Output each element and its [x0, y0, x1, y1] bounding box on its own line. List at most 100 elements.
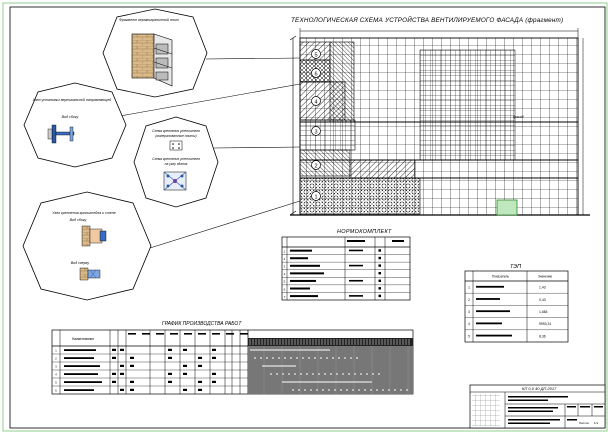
inner-frame — [9, 6, 606, 429]
schedule-cell-mark — [112, 380, 116, 383]
schedule-row-number: 5 — [55, 381, 57, 385]
norm-row-unit — [378, 249, 381, 252]
schedule-header-mark — [240, 333, 248, 335]
norm-row-unit — [378, 294, 381, 298]
schedule-col-name: Наименование — [72, 337, 94, 341]
norm-row-unit — [378, 256, 381, 260]
schedule-cell-mark — [112, 356, 116, 359]
schedule-row-number: 3 — [55, 365, 57, 369]
norm-row-bar — [290, 272, 324, 275]
schedule-row-number: 1 — [55, 349, 57, 353]
callout-tile-fragment: Фрагмент керамогранитной плит — [102, 8, 208, 98]
entrance-door — [496, 199, 518, 216]
schedule-cell-mark — [130, 364, 134, 367]
callout-guide-title: Узел установки вертикальной направляющей — [33, 98, 112, 102]
drawing-title: ТЕХНОЛОГИЧЕСКАЯ СХЕМА УСТРОЙСТВА ВЕНТИЛИ… — [291, 15, 563, 24]
norm-row-qty — [349, 279, 363, 282]
schedule-cell-mark — [130, 388, 134, 391]
norm-row-qty — [349, 295, 363, 297]
leader-lines — [119, 57, 301, 249]
tep-row-value: 1,43 — [539, 286, 546, 290]
norm-row-unit — [378, 279, 381, 282]
callout-insulation-d: на углу здания — [165, 162, 188, 166]
zone-marker: 6 — [314, 72, 317, 78]
zone-marker: 5 — [314, 53, 317, 59]
tep-col-name: Показатель — [492, 275, 509, 279]
norm-row-number: 6 — [284, 287, 286, 291]
schedule-row-number: 6 — [55, 389, 57, 393]
schedule-cell-mark — [112, 348, 116, 351]
tep-row-bar — [476, 322, 502, 325]
norm-row-bar — [290, 264, 320, 267]
tep-row-number: 3 — [468, 310, 470, 314]
schedule-cell-mark — [168, 380, 172, 383]
zone-marker: 1 — [314, 195, 317, 201]
tep-row-value: 8,36 — [539, 334, 546, 338]
norm-row-unit — [378, 287, 381, 290]
callout-insulation-c: Схема крепления утеплителя — [152, 157, 200, 161]
norm-row-number: 4 — [284, 272, 286, 276]
norm-row-qty — [349, 264, 363, 267]
schedule-row-number: 4 — [55, 373, 57, 377]
schedule-cell-mark — [198, 380, 202, 383]
norm-row-bar — [290, 257, 308, 260]
schedule-row-bar — [64, 389, 94, 391]
norm-row-number: 3 — [284, 265, 286, 269]
schedule-cell-mark — [183, 388, 187, 391]
facade-elevation: фасад — [289, 28, 590, 216]
callout-bracket-node: Узел крепления кронштейна к стене Вид сб… — [22, 191, 152, 301]
tep-title: ТЭП — [510, 264, 521, 270]
norm-row-bar — [290, 295, 318, 298]
norm-row-qty — [349, 249, 363, 252]
zone-marker: 2 — [314, 164, 317, 170]
callout-insulation-b: (минераловатные плиты) — [155, 134, 196, 138]
callout-insulation-a: Схема крепления утеплителя — [152, 129, 200, 133]
schedule-row-bar — [64, 381, 102, 383]
schedule-header-mark — [184, 333, 192, 335]
schedule-header-mark — [212, 333, 220, 335]
tep-row-bar — [476, 310, 510, 313]
callout-bracket-title: Узел крепления кронштейна к стене — [52, 211, 115, 215]
schedule-row-bar — [64, 373, 98, 375]
tep-row-number: 1 — [468, 286, 470, 290]
schedule-header-mark — [226, 333, 234, 335]
schedule-row-number: 2 — [55, 357, 57, 361]
schedule-row-bar — [64, 365, 100, 367]
schedule-cell-mark — [120, 372, 124, 375]
tep-row-bar — [476, 298, 500, 300]
tep-row-bar — [476, 285, 504, 288]
zone-marker: 4 — [314, 100, 317, 106]
schedule-cell-mark — [168, 356, 172, 359]
schedule-header-mark — [198, 333, 206, 335]
tep-row-value: 9993,31 — [539, 322, 551, 326]
schedule-cell-mark — [198, 388, 202, 391]
tep-row-number: 5 — [468, 334, 470, 338]
schedule-cell-mark — [198, 364, 202, 367]
stamp-sheet-num: 1/1 — [594, 421, 599, 425]
schedule-cell-mark — [183, 364, 187, 367]
norm-row-bar — [290, 287, 310, 290]
schedule-row-bar — [64, 349, 96, 351]
callout-vertical-guide: Узел установки вертикальной направляющей… — [23, 82, 127, 168]
norm-row-number: 5 — [284, 280, 286, 284]
norm-row-number: 2 — [284, 257, 286, 261]
callout-bracket-top: Вид сверху — [71, 261, 90, 265]
zone-marker: 3 — [314, 130, 317, 136]
schedule-cell-mark — [183, 348, 187, 351]
callout-insulation: Схема крепления утеплителя (минераловатн… — [133, 116, 219, 208]
schedule-cell-mark — [120, 388, 124, 391]
schedule-cell-mark — [130, 380, 134, 383]
schedule-cell-mark — [120, 348, 124, 351]
callout-tile-label: Фрагмент керамогранитной плит — [119, 18, 179, 22]
schedule-title: ГРАФИК ПРОИЗВОДСТВА РАБОТ — [162, 321, 242, 327]
norm-row-number: 1 — [284, 249, 286, 253]
schedule-header-mark — [142, 333, 150, 335]
norm-row-bar — [290, 249, 312, 252]
schedule-cell-mark — [212, 372, 216, 375]
schedule-cell-mark — [212, 356, 216, 359]
schedule-cell-mark — [130, 356, 134, 359]
schedule-cell-mark — [212, 380, 216, 383]
